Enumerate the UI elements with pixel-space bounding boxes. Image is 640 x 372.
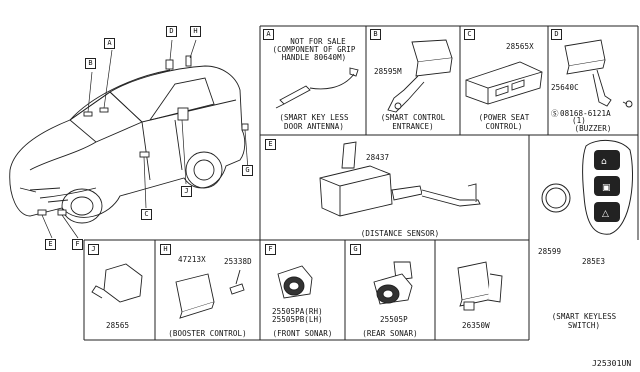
- callout-d[interactable]: D: [166, 26, 177, 37]
- key-caption-1: (SMART KEYLESS: [551, 312, 617, 321]
- panel-d-part-number: 25640C: [551, 83, 579, 92]
- panel-h-tag: H: [160, 244, 171, 255]
- panel-j-part-drawing: [91, 263, 143, 303]
- panel-b-caption-1: (SMART CONTROL: [380, 113, 446, 122]
- panel-c-tag: C: [464, 29, 475, 40]
- svg-text:⌂: ⌂: [601, 157, 607, 167]
- callout-e[interactable]: E: [45, 239, 56, 250]
- panel-a-note-2: (COMPONENT OF GRIP: [272, 45, 356, 54]
- callout-h[interactable]: H: [190, 26, 201, 37]
- front-wheel: [61, 188, 103, 224]
- misc-part-number: 26350W: [462, 321, 490, 330]
- svg-text:△: △: [602, 209, 609, 219]
- panel-a-caption-1: (SMART KEY LESS: [279, 113, 349, 122]
- misc-bracket-drawing: [457, 261, 503, 311]
- panel-h-part-number-2: 25338D: [224, 257, 252, 266]
- panel-h-caption: (BOOSTER CONTROL): [168, 329, 247, 338]
- panel-c-caption-1: (POWER SEAT: [478, 113, 530, 122]
- panel-a-note-1: NOT FOR SALE: [290, 37, 346, 46]
- booster-control-drawing: [175, 269, 245, 319]
- vehicle-illustration: [9, 39, 249, 239]
- panel-f-caption: (FRONT SONAR): [272, 329, 333, 338]
- panel-g-caption: (REAR SONAR): [362, 329, 418, 338]
- smart-key-drawing: ⌂ ▣ △: [541, 140, 634, 235]
- panel-a-note-3: HANDLE 80640M): [281, 53, 347, 62]
- buzzer-drawing: [564, 39, 633, 108]
- vehicle-windshield: [69, 91, 143, 143]
- callout-b[interactable]: B: [85, 58, 96, 69]
- panel-g-tag: G: [350, 244, 361, 255]
- panel-j-part-number: 28565: [106, 321, 130, 330]
- key-part-number-1: 28599: [538, 247, 562, 256]
- panel-f-part-rh: 25505PA(RH): [272, 307, 323, 316]
- svg-text:▣: ▣: [602, 183, 611, 193]
- panel-d-bolt-symbol: Ⓢ: [551, 109, 559, 118]
- callout-f[interactable]: F: [72, 239, 83, 250]
- panel-h-part-number-1: 47213X: [178, 255, 206, 264]
- smart-control-unit-drawing: [387, 39, 453, 113]
- rear-wheel: [185, 151, 223, 189]
- callout-a[interactable]: A: [104, 38, 115, 49]
- power-seat-control-drawing: [465, 61, 543, 105]
- vehicle-side-windows: [148, 77, 215, 121]
- panel-d-bolt-number: 08168-6121A: [560, 109, 611, 118]
- callout-j[interactable]: J: [181, 186, 192, 197]
- panel-e-tag: E: [265, 139, 276, 150]
- panel-a-tag: A: [263, 29, 274, 40]
- rear-sonar-drawing: [373, 261, 413, 305]
- panel-f-part-lh: 25505PB(LH): [272, 315, 323, 324]
- panel-b-caption-2: ENTRANCE): [392, 122, 434, 131]
- panel-e-caption: (DISTANCE SENSOR): [360, 229, 440, 238]
- panel-d-bolt-qty: (1): [572, 116, 586, 125]
- panel-g-part-number: 25505P: [380, 315, 408, 324]
- key-part-number-2: 285E3: [582, 257, 606, 266]
- distance-sensor-drawing: [319, 141, 481, 217]
- diagram-id: J25301UN: [592, 359, 632, 368]
- panel-b-part-number: 28595M: [374, 67, 402, 76]
- front-sonar-drawing: [277, 265, 313, 299]
- panel-d-caption: (BUZZER): [574, 124, 612, 133]
- panel-c-caption-2: CONTROL): [485, 122, 523, 131]
- panel-c-part-number: 28565X: [506, 42, 534, 51]
- panel-a-caption-2: DOOR ANTENNA): [284, 122, 344, 131]
- panel-f-tag: F: [265, 244, 276, 255]
- vehicle-body-outline: [9, 65, 246, 218]
- panel-b-tag: B: [370, 29, 381, 40]
- door-antenna-part-drawing: [275, 67, 359, 109]
- panel-e-part-number: 28437: [366, 153, 390, 162]
- callout-g[interactable]: G: [242, 165, 253, 176]
- key-caption-2: SWITCH): [567, 321, 601, 330]
- panel-d-tag: D: [551, 29, 562, 40]
- callout-c[interactable]: C: [141, 209, 152, 220]
- panel-j-tag: J: [88, 244, 99, 255]
